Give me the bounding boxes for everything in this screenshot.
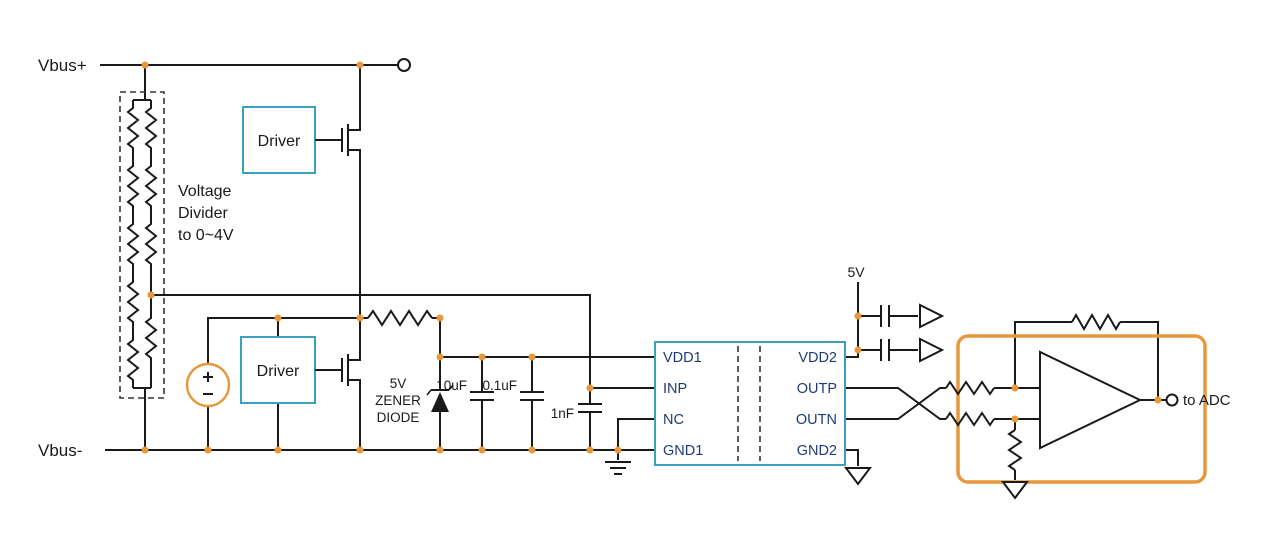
divider-label-line2: Divider: [178, 205, 228, 222]
pin-outn: OUTN: [796, 412, 837, 428]
cap-bulk-10uF: 10uF: [436, 357, 494, 450]
cap-bulk-label: 10uF: [436, 378, 467, 393]
voltage-divider: [119, 91, 165, 450]
pin-nc: NC: [663, 412, 684, 428]
driver-bottom-label: Driver: [257, 363, 300, 380]
pin-gnd2: GND2: [797, 443, 837, 459]
divider-label-line3: to 0~4V: [178, 227, 234, 244]
plus-sign: [203, 372, 213, 382]
pin-outp: OUTP: [797, 381, 837, 397]
driver-bottom: Driver: [240, 336, 316, 404]
zener-label-line2: ZENER: [375, 393, 421, 408]
zener-diode: [426, 357, 454, 450]
gnd2-ground-symbol: [844, 467, 872, 486]
isolation-amplifier-chip: VDD1 INP NC GND1 VDD2 OUTP OUTN GND2: [654, 341, 846, 466]
junction-dots: [141, 61, 1162, 454]
bypass-cap-2: [880, 339, 890, 361]
buffer-arrow-1: [919, 303, 945, 329]
divider-resistor-chain-right: [144, 100, 158, 388]
pin-vdd1: VDD1: [663, 350, 702, 366]
earth-ground-symbol: [605, 461, 631, 475]
output-stage-highlight-box: [956, 334, 1207, 484]
zener-feed-resistor: [367, 309, 433, 327]
vbus-terminal: [397, 58, 411, 72]
cap-bypass-01uF: 0.1uF: [482, 357, 544, 450]
mosfet-top: [315, 65, 361, 318]
buffer-arrow-2: [919, 337, 945, 363]
to-adc-label: to ADC: [1183, 392, 1231, 409]
driver-top-label: Driver: [258, 133, 301, 150]
divider-resistor-chain-left: [126, 100, 140, 388]
cap-bypass-label: 0.1uF: [482, 378, 517, 393]
voltage-divider-label: Voltage Divider to 0~4V: [178, 183, 234, 244]
feedback-resistor: [1071, 312, 1121, 332]
opamp: [1039, 350, 1143, 450]
cap-filter-label: 1nF: [551, 406, 574, 421]
zener-label: 5V ZENER DIODE: [375, 376, 421, 425]
ground-resistor: [1007, 429, 1023, 471]
zener-label-line3: DIODE: [377, 410, 420, 425]
adc-output-terminal: [1165, 393, 1179, 407]
input-resistor-top: [945, 380, 995, 396]
chip-body: [654, 341, 846, 466]
bypass-cap-1: [880, 305, 890, 327]
mosfet-bottom: [315, 318, 361, 450]
input-resistor-bottom: [945, 411, 995, 427]
voltage-source: [185, 362, 231, 408]
vbus-minus-label: Vbus-: [38, 441, 82, 460]
vbus-plus-label: Vbus+: [38, 56, 87, 75]
divider-dashed-outline: [119, 91, 165, 399]
rail-5v-label: 5V: [847, 264, 865, 280]
driver-top: Driver: [242, 106, 316, 174]
opamp-ground-symbol: [1001, 481, 1029, 500]
zener-label-line1: 5V: [390, 376, 407, 391]
voltage-source-circle: [185, 362, 231, 408]
cap-filter-1nF: 1nF: [551, 388, 602, 450]
pin-inp: INP: [663, 381, 687, 397]
divider-label-line1: Voltage: [178, 183, 231, 200]
pin-gnd1: GND1: [663, 443, 703, 459]
pin-vdd2: VDD2: [798, 350, 837, 366]
